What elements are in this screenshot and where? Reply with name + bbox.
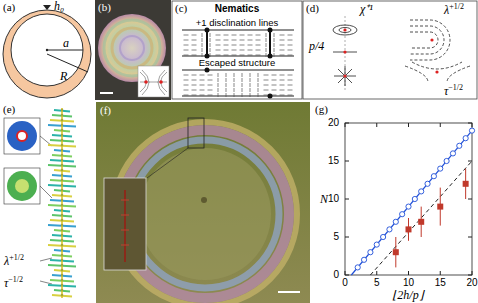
micrograph	[95, 0, 171, 100]
figure-label: +1 disclination lines	[196, 18, 279, 28]
figure-panel: (g) N ⌊2h/p⌋ 0 5 10 15 20 0 5 10 15 20	[312, 102, 478, 303]
figure-label: Nematics	[215, 4, 259, 14]
panel-label: (c)	[175, 3, 187, 14]
tick-label: 0	[333, 270, 339, 280]
figure-label: ⌊2h/p⌋	[392, 289, 423, 301]
figure-label: τ−1/2	[4, 276, 23, 289]
panel-label: (d)	[306, 3, 319, 14]
micrograph	[96, 102, 310, 303]
director-sketch	[182, 28, 294, 99]
panel-label: (a)	[3, 2, 15, 13]
simulation-render	[4, 108, 76, 298]
panel-frame	[172, 1, 302, 99]
line-plot	[345, 123, 475, 275]
tick-label: 15	[435, 278, 446, 288]
tick-label: 15	[328, 156, 339, 166]
tick-label: 5	[333, 232, 339, 242]
figure-label: Escaped structure	[199, 58, 276, 68]
figure-panel: (d) χ⁺¹ λ+1/2 p/4 τ−1/2	[303, 1, 477, 99]
tick-label: 5	[374, 278, 380, 288]
figure-label: R	[60, 70, 67, 82]
tick-label: 10	[403, 278, 414, 288]
panel-frame	[303, 1, 477, 99]
figure-label: a	[63, 37, 69, 49]
tick-label: 20	[466, 278, 477, 288]
figure-label: h₀	[54, 0, 64, 12]
defect-sketch	[333, 16, 470, 92]
tick-label: 0	[342, 278, 348, 288]
figure-label: N	[320, 193, 328, 205]
figure-panel: (f)	[96, 102, 310, 303]
figure-label: p/4	[309, 40, 324, 52]
tick-label: 20	[328, 118, 339, 128]
figure-panel: (a) h₀ aR	[0, 0, 93, 100]
figure-label: λ+1/2	[444, 3, 464, 16]
figure-label: τ−1/2	[444, 84, 463, 97]
figure-panel: (c) Nematics +1 disclination linesEscaped …	[172, 1, 302, 99]
panel-label: (e)	[3, 104, 15, 115]
figure-label: λ+1/2	[4, 254, 24, 267]
panel-label: (g)	[315, 104, 328, 115]
crescent-sketch	[3, 5, 91, 98]
panel-label: (f)	[100, 105, 111, 116]
panel-label: (b)	[98, 2, 111, 13]
tick-label: 10	[328, 194, 339, 204]
figure-panel: (b)	[95, 0, 171, 100]
figure-panel: (e) λ+1/2 τ−1/2	[0, 102, 95, 303]
figure-label: χ⁺¹	[360, 3, 373, 15]
